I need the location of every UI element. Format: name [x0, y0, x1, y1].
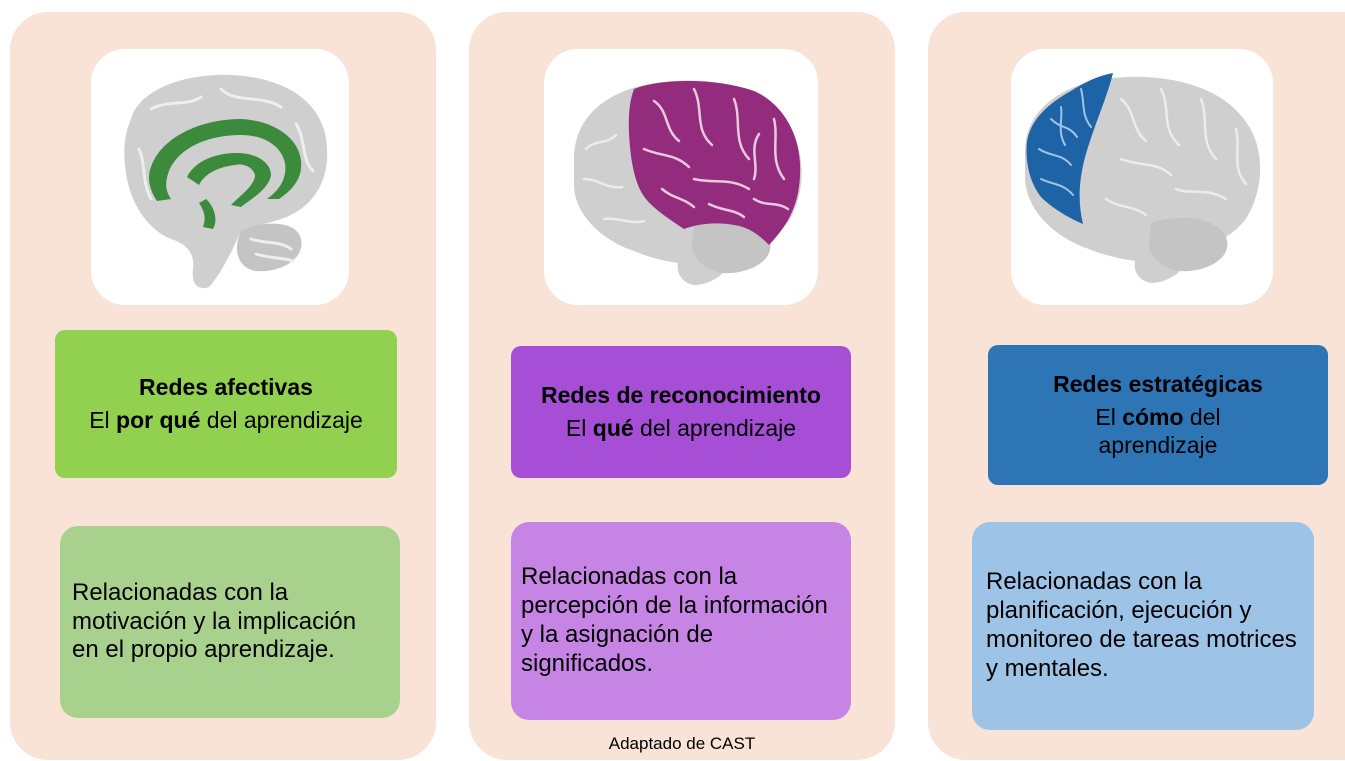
recognition-title-box: Redes de reconocimiento El qué del apren… — [511, 346, 851, 478]
recognition-description-box: Relacionadas con la percepción de la inf… — [511, 522, 851, 720]
brain-frontal-lobe-icon — [1011, 49, 1273, 305]
brain-medial-limbic-icon — [91, 49, 349, 305]
strategic-network-panel: Redes estratégicas El cómo del aprendiza… — [928, 12, 1345, 760]
recognition-description: Relacionadas con la percepción de la inf… — [521, 563, 828, 677]
strategic-subtitle: El cómo del aprendizaje — [1095, 404, 1221, 458]
strategic-title: Redes estratégicas — [1053, 371, 1263, 398]
affective-description-box: Relacionadas con la motivación y la impl… — [60, 526, 400, 718]
strategic-description: Relacionadas con la planificación, ejecu… — [986, 568, 1297, 682]
affective-subtitle: El por qué del aprendizaje — [89, 407, 363, 433]
affective-title-box: Redes afectivas El por qué del aprendiza… — [55, 330, 397, 478]
recognition-network-panel: Redes de reconocimiento El qué del apren… — [469, 12, 895, 760]
brain-posterior-cortex-icon — [544, 49, 818, 305]
strategic-title-box: Redes estratégicas El cómo del aprendiza… — [988, 345, 1328, 485]
recognition-subtitle: El qué del aprendizaje — [565, 415, 797, 441]
source-credit: Adaptado de CAST — [608, 734, 756, 753]
affective-title: Redes afectivas — [139, 373, 313, 400]
affective-description: Relacionadas con la motivación y la impl… — [72, 578, 357, 664]
recognition-title: Redes de reconocimiento — [541, 381, 821, 408]
affective-network-panel: Redes afectivas El por qué del aprendiza… — [10, 12, 436, 760]
strategic-description-box: Relacionadas con la planificación, ejecu… — [972, 522, 1314, 730]
